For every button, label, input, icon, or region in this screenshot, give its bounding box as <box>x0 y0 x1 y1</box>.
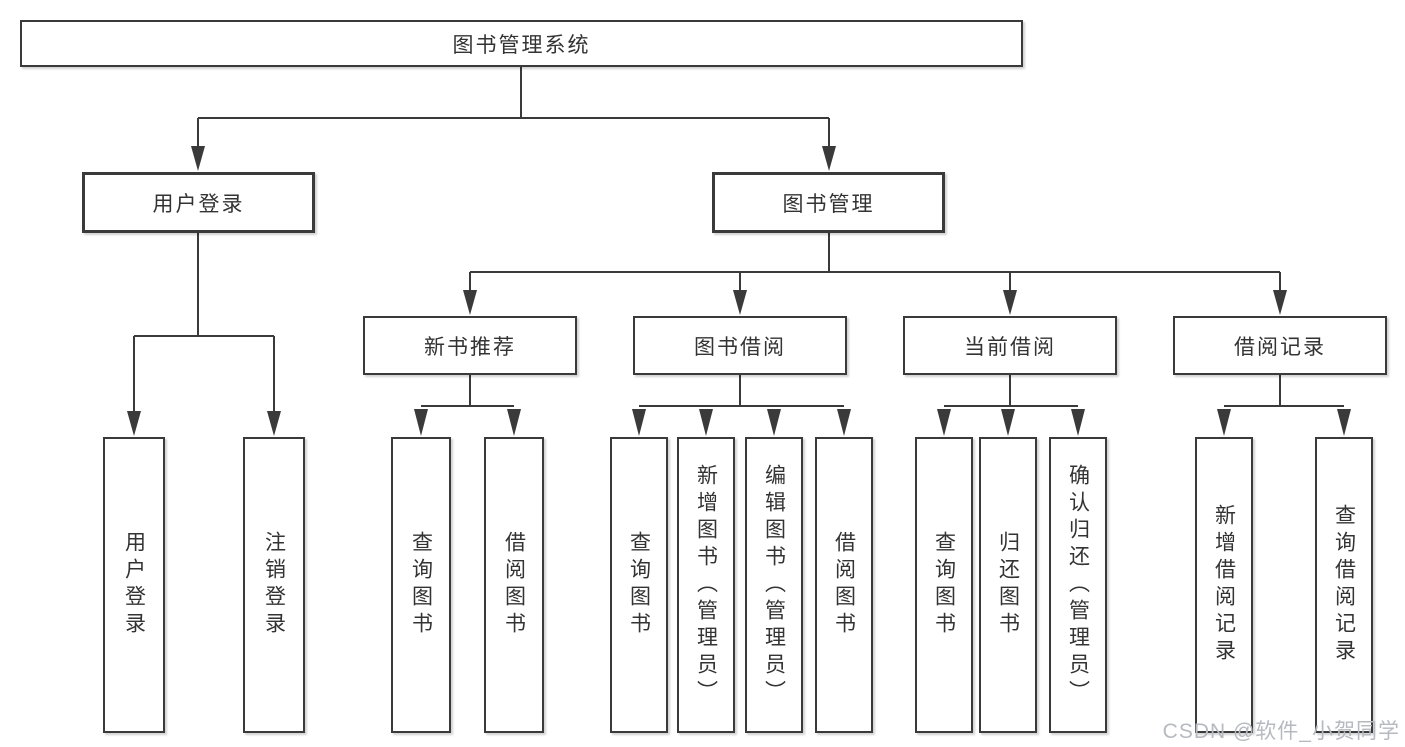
connector-current-borrow-to-leaves <box>937 375 1085 436</box>
leaf-add-borrow-record: 新增借阅记录 <box>1195 437 1253 733</box>
leaf-label: 注销登录 <box>262 531 286 639</box>
node-label: 新书推荐 <box>424 335 516 359</box>
leaf-label: 借阅图书 <box>832 531 856 639</box>
connector-book-mgmt-to-level3 <box>463 233 1287 315</box>
leaf-query-books-borrow: 查询图书 <box>610 437 668 733</box>
leaf-label: 查询借阅记录 <box>1332 504 1356 666</box>
leaf-confirm-return-admin: 确认归还（管理员） <box>1049 437 1107 733</box>
leaf-label: 编辑图书（管理员） <box>762 463 786 707</box>
leaf-label: 查询图书 <box>932 531 956 639</box>
node-label: 图书管理 <box>782 192 875 216</box>
connector-new-books-to-leaves <box>414 375 521 436</box>
leaf-query-books-recommend: 查询图书 <box>391 437 451 733</box>
connector-borrow-records-to-leaves <box>1217 375 1351 436</box>
leaf-label: 归还图书 <box>996 531 1020 639</box>
leaf-label: 新增图书（管理员） <box>694 463 718 707</box>
node-current-borrowing: 当前借阅 <box>903 316 1117 375</box>
leaf-return-books: 归还图书 <box>979 437 1037 733</box>
node-new-book-recommend: 新书推荐 <box>363 316 577 375</box>
leaf-logout: 注销登录 <box>243 437 305 733</box>
leaf-label: 借阅图书 <box>502 531 526 639</box>
node-label: 当前借阅 <box>964 335 1056 359</box>
leaf-borrow-books: 借阅图书 <box>815 437 873 733</box>
leaf-label: 用户登录 <box>122 531 146 639</box>
leaf-label: 查询图书 <box>409 531 433 639</box>
node-book-borrowing: 图书借阅 <box>633 316 847 375</box>
node-label: 用户登录 <box>152 192 245 216</box>
leaf-borrow-books-recommend: 借阅图书 <box>484 437 544 733</box>
leaf-user-login: 用户登录 <box>103 437 165 733</box>
leaf-label: 确认归还（管理员） <box>1066 463 1090 707</box>
leaf-edit-books-admin: 编辑图书（管理员） <box>745 437 803 733</box>
leaf-add-books-admin: 新增图书（管理员） <box>677 437 735 733</box>
connector-user-login-to-leaves <box>127 233 281 436</box>
connector-book-borrow-to-leaves <box>632 375 851 436</box>
leaf-query-books-current: 查询图书 <box>915 437 973 733</box>
connector-root-to-level2 <box>191 67 836 171</box>
node-label: 图书借阅 <box>694 335 786 359</box>
csdn-watermark: CSDN @软件_小贺同学 <box>1162 720 1400 743</box>
node-label: 图书管理系统 <box>452 33 591 57</box>
node-user-login: 用户登录 <box>82 172 315 233</box>
node-borrowing-records: 借阅记录 <box>1173 316 1387 375</box>
node-library-management-system: 图书管理系统 <box>20 20 1023 67</box>
node-book-management: 图书管理 <box>712 172 945 233</box>
leaf-label: 新增借阅记录 <box>1212 504 1236 666</box>
leaf-query-borrow-record: 查询借阅记录 <box>1315 437 1373 733</box>
node-label: 借阅记录 <box>1234 335 1326 359</box>
leaf-label: 查询图书 <box>627 531 651 639</box>
